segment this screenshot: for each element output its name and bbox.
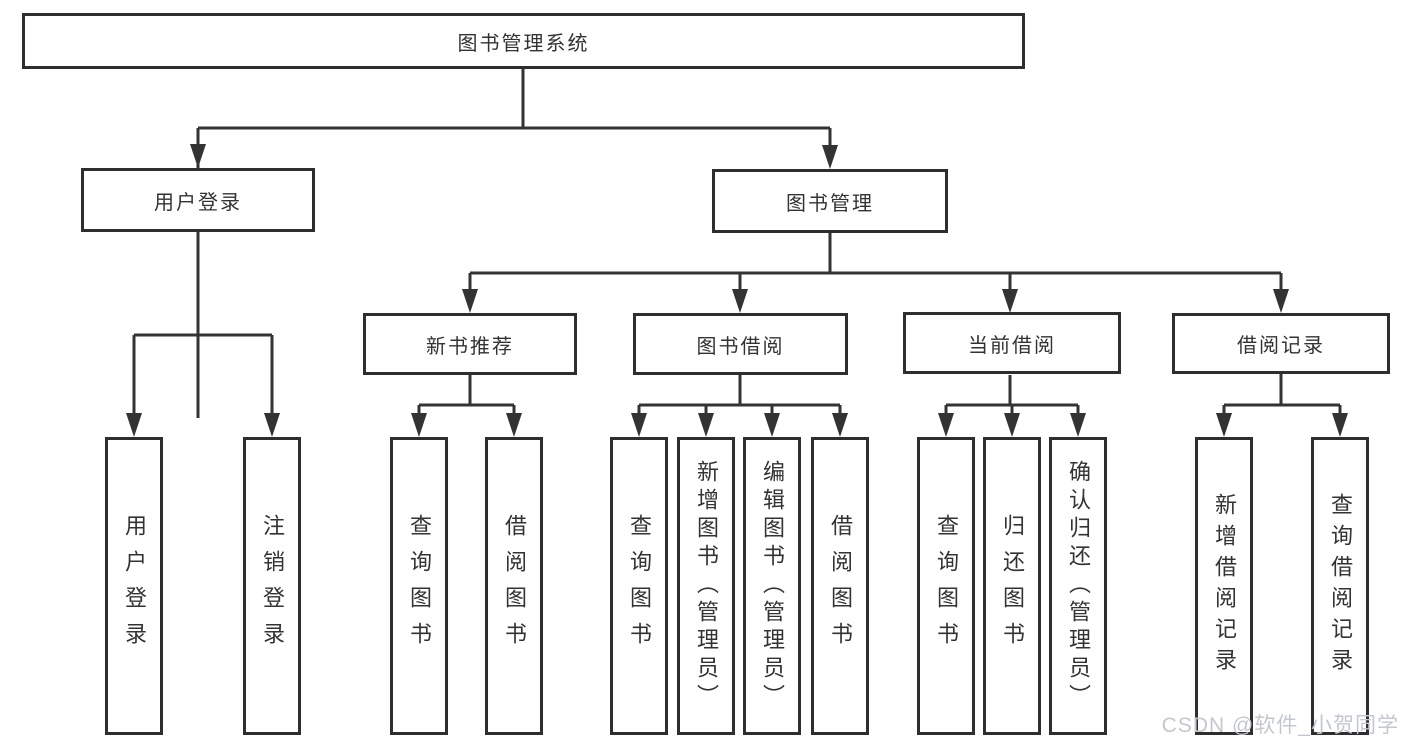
node-user-login: 用户登录 <box>81 168 315 232</box>
edge-userlogin-to-leaves <box>132 232 274 415</box>
leaf-label: 借阅图书 <box>828 514 853 658</box>
leaf-query-books-recommend: 查询图书 <box>390 437 448 735</box>
leaf-confirm-return-admin: 确认归还（管理员） <box>1049 437 1107 735</box>
leaf-return-books: 归还图书 <box>983 437 1041 735</box>
leaf-query-books-current: 查询图书 <box>917 437 975 735</box>
leaf-label: 用户登录 <box>122 514 147 658</box>
edge-currentborrow-to-leaves <box>944 375 1080 415</box>
leaf-label: 查询图书 <box>934 514 959 658</box>
leaf-label: 编辑图书（管理员） <box>760 460 785 712</box>
leaf-label: 查询图书 <box>407 514 432 658</box>
leaf-logout: 注销登录 <box>243 437 301 735</box>
edge-borrowrecords-to-leaves <box>1222 374 1342 415</box>
leaf-label: 确认归还（管理员） <box>1066 460 1091 712</box>
leaf-add-book-admin: 新增图书（管理员） <box>677 437 735 735</box>
edge-bookmgmt-to-level3 <box>468 233 1283 291</box>
node-book-management: 图书管理 <box>712 169 948 233</box>
leaf-borrow-books-borrowing: 借阅图书 <box>811 437 869 735</box>
leaf-query-borrow-record: 查询借阅记录 <box>1311 437 1369 735</box>
leaf-label: 归还图书 <box>1000 514 1025 658</box>
leaf-label: 借阅图书 <box>502 514 527 658</box>
leaf-add-borrow-record: 新增借阅记录 <box>1195 437 1253 735</box>
leaf-user-login: 用户登录 <box>105 437 163 735</box>
leaf-query-books-borrowing: 查询图书 <box>610 437 668 735</box>
node-borrow-records: 借阅记录 <box>1172 313 1390 374</box>
leaf-label: 注销登录 <box>260 514 285 658</box>
edge-root-to-level2 <box>196 69 832 418</box>
leaf-label: 查询图书 <box>627 514 652 658</box>
node-library-management-system: 图书管理系统 <box>22 13 1025 69</box>
edge-newbook-to-leaves <box>417 375 516 415</box>
node-new-book-recommend: 新书推荐 <box>363 313 577 375</box>
node-book-borrowing: 图书借阅 <box>633 313 848 375</box>
arrowheads <box>126 144 1348 437</box>
leaf-label: 新增图书（管理员） <box>694 460 719 712</box>
leaf-borrow-books-recommend: 借阅图书 <box>485 437 543 735</box>
leaf-label: 新增借阅记录 <box>1212 493 1237 679</box>
leaf-label: 查询借阅记录 <box>1328 493 1353 679</box>
edge-bookborrow-to-leaves <box>637 375 842 415</box>
node-current-borrowing: 当前借阅 <box>903 312 1121 374</box>
leaf-edit-book-admin: 编辑图书（管理员） <box>743 437 801 735</box>
